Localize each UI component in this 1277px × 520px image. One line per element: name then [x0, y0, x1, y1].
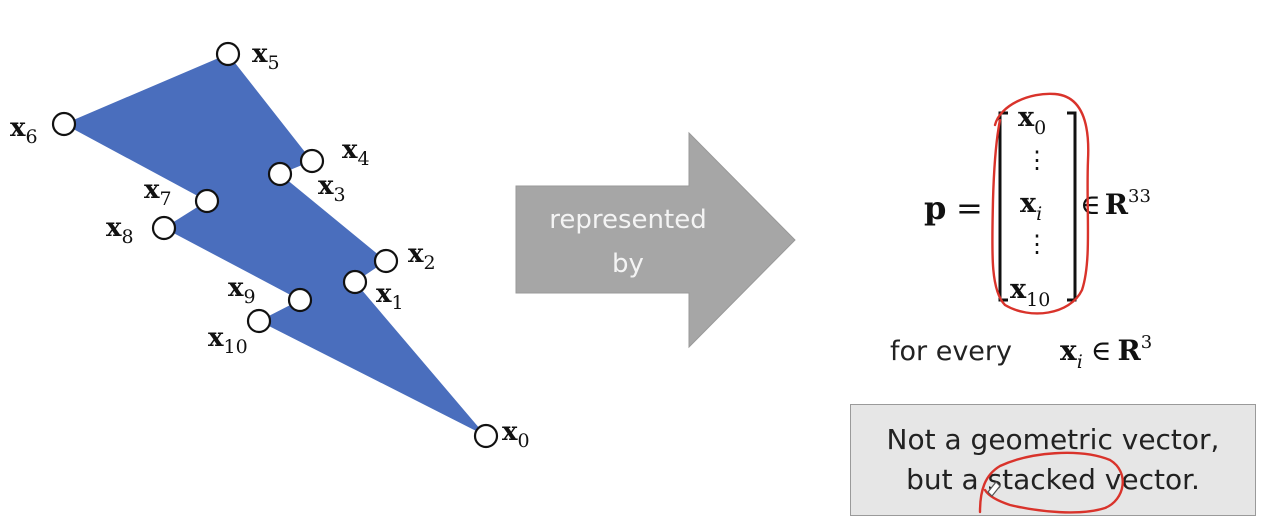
eq-lhs: p: [924, 189, 946, 227]
eq-middle-entry: xi: [1020, 188, 1042, 225]
label-x6: x6: [10, 113, 38, 148]
vdots-bottom: ⋮: [1025, 230, 1049, 258]
vertex-markers: [51, 41, 499, 449]
arrow-shape: [515, 131, 796, 349]
represented-by-arrow: represented by: [515, 131, 796, 349]
stick-shape-polygon: [64, 54, 486, 436]
for-every-text: for every: [890, 336, 1012, 367]
arrow-text-line1: represented: [549, 205, 706, 235]
right-bracket: [1067, 111, 1077, 302]
vdots-top: ⋮: [1025, 146, 1049, 174]
eq-equals: =: [956, 189, 983, 227]
condition-math: xi∈R3: [1060, 332, 1152, 373]
caption-box: Not a geometric vector, but a stacked ve…: [850, 404, 1256, 516]
label-x7: x7: [144, 175, 172, 210]
label-x4: x4: [342, 135, 370, 170]
vertex-x8: [151, 215, 177, 241]
label-x1: x1: [376, 279, 404, 314]
vertex-x10: [246, 308, 272, 334]
label-x2: x2: [408, 239, 436, 274]
eq-membership: ∈R33: [1080, 186, 1151, 221]
vertex-x4: [299, 148, 325, 174]
vertex-x9: [287, 287, 313, 313]
condition-line: for every xi∈R3: [890, 332, 1152, 373]
vertex-labels: x0 x1 x2 x3 x4 x5 x6 x7 x8 x9 x10: [10, 39, 530, 452]
stacked-vector-equation: p = x0 ⋮ xi ⋮ x10 ∈R33: [924, 102, 1151, 311]
vertex-x2: [373, 248, 399, 274]
eq-top-entry: x0: [1018, 102, 1046, 139]
label-x5: x5: [252, 39, 280, 74]
vertex-x7: [194, 188, 220, 214]
label-x3: x3: [318, 171, 346, 206]
vertex-x1: [342, 269, 368, 295]
caption-line-2: but a stacked vector.: [906, 463, 1200, 496]
label-x0: x0: [502, 417, 530, 452]
label-x10: x10: [208, 323, 248, 358]
label-x9: x9: [228, 273, 256, 308]
arrow-text-line2: by: [612, 249, 644, 279]
left-bracket: [998, 111, 1008, 302]
vertex-x0: [473, 423, 499, 449]
eq-bottom-entry: x10: [1010, 274, 1050, 311]
label-x8: x8: [106, 213, 134, 248]
vertex-x6: [51, 111, 77, 137]
annotation-circle-vector: [991, 92, 1090, 315]
vertex-x3: [267, 161, 293, 187]
vertex-x5: [215, 41, 241, 67]
caption-line-1: Not a geometric vector,: [886, 423, 1220, 456]
